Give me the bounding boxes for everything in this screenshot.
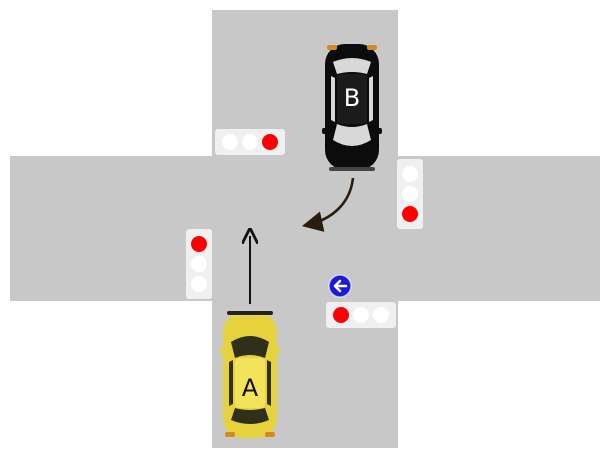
road-horizontal: [10, 156, 600, 301]
signal-lamp: [191, 276, 207, 292]
signal-lamp: [353, 307, 369, 323]
vehicle-a: A: [220, 311, 280, 438]
signal-lamp: [373, 307, 389, 323]
traffic-signal-east: [397, 159, 423, 229]
signal-lamp: [402, 206, 418, 222]
traffic-signal-north: [215, 129, 285, 155]
signal-lamp: [242, 134, 258, 150]
signal-lamp: [222, 134, 238, 150]
vehicle-b-label: B: [344, 84, 360, 112]
signal-lamp: [191, 256, 207, 272]
signal-lamp: [262, 134, 278, 150]
signal-lamp: [191, 236, 207, 252]
vehicle-b: B: [322, 44, 382, 171]
signal-lamp: [333, 307, 349, 323]
vehicle-b-path-arrow: [301, 177, 355, 232]
traffic-signal-west: [186, 229, 212, 299]
vehicle-a-label: A: [242, 374, 259, 402]
signal-lamp: [402, 186, 418, 202]
arrow-left-icon: [328, 274, 352, 298]
traffic-signal-south: [326, 302, 396, 328]
signal-lamp: [402, 166, 418, 182]
